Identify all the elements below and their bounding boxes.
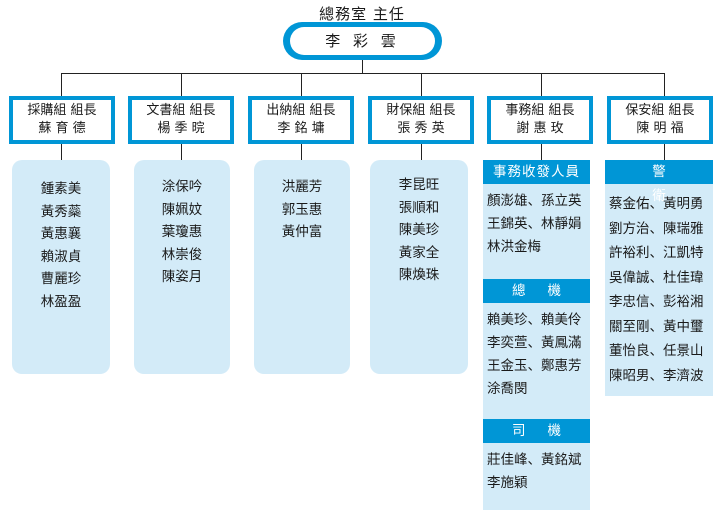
member-line: 董怡良、任景山 — [609, 343, 704, 359]
member-name: 陳煥珠 — [398, 267, 440, 283]
member-line: 吳偉誠、杜佳瑋 — [609, 269, 704, 286]
connector-drop-1 — [61, 73, 62, 96]
member-line: 王金玉、鄭惠芳 — [487, 358, 582, 374]
member-name: 林崇俊 — [161, 246, 203, 263]
members-property: 李昆旺 張順和 陳美珍 黃家全 陳煥珠 — [370, 160, 468, 374]
division-title: 出納組 組長 — [266, 103, 336, 118]
division-leader: 李 銘 墉 — [277, 121, 325, 136]
member-name: 林盈盈 — [40, 293, 82, 310]
section-header: 警衛 — [605, 160, 713, 204]
member-name: 陳姿月 — [161, 269, 203, 285]
member-line: 王錦英、林靜娟 — [487, 216, 582, 232]
member-name: 陳美珍 — [398, 222, 440, 238]
member-line: 李奕萱、黃鳳滿 — [487, 335, 582, 351]
division-leader: 陳 明 福 — [636, 121, 684, 136]
connector-member-4 — [421, 144, 422, 160]
division-title: 採購組 組長 — [27, 103, 97, 118]
member-name: 葉瓊惠 — [161, 224, 203, 240]
member-name: 黃秀蘂 — [40, 203, 82, 220]
members-purchasing: 鍾素美 黃秀蘂 黃惠襄 賴淑貞 曹麗珍 林盈盈 — [12, 160, 110, 374]
member-name: 涂保吟 — [161, 179, 203, 195]
member-line: 顏澎雄、孫立英 — [487, 193, 582, 209]
connector-member-3 — [301, 144, 302, 160]
connector-member-2 — [181, 144, 182, 160]
member-line: 莊佳峰、黃銘斌 — [487, 452, 582, 468]
member-name: 曹麗珍 — [40, 271, 82, 287]
member-name: 洪麗芳 — [281, 179, 323, 195]
connector-member-1 — [61, 144, 62, 160]
member-name: 李昆旺 — [398, 177, 440, 193]
member-name: 黃仲富 — [281, 224, 323, 240]
member-line: 蔡金佑、黃明勇 — [609, 196, 704, 212]
member-name: 黃惠襄 — [40, 226, 82, 242]
section-header: 事務收發人員 — [483, 160, 590, 184]
members-affairs: 事務收發人員 顏澎雄、孫立英 王錦英、林靜娟 林洪金梅 總機 賴美珍、賴美伶 李… — [483, 160, 590, 510]
connector-drop-2 — [181, 73, 182, 96]
member-name: 陳姵妏 — [161, 201, 203, 218]
member-line: 林洪金梅 — [487, 239, 541, 255]
member-line: 許裕利、江凱特 — [609, 245, 704, 261]
member-name: 鍾素美 — [40, 181, 82, 197]
connector-drop-4 — [421, 73, 422, 96]
division-head-affairs: 事務組 組長謝 惠 玫 — [487, 96, 593, 144]
members-documents: 涂保吟 陳姵妏 葉瓊惠 林崇俊 陳姿月 — [134, 160, 230, 374]
member-name: 張順和 — [398, 199, 440, 216]
connector-drop-3 — [301, 73, 302, 96]
division-title: 財保組 組長 — [386, 103, 456, 118]
connector-horizontal — [61, 73, 665, 74]
member-name: 郭玉惠 — [281, 201, 323, 218]
member-line: 關至剛、黃中璽 — [609, 318, 704, 335]
division-leader: 謝 惠 玫 — [516, 121, 564, 136]
connector-member-6 — [664, 144, 665, 160]
member-name: 黃家全 — [398, 244, 440, 261]
connector-trunk — [362, 60, 363, 73]
member-line: 劉方治、陳瑞雅 — [609, 220, 704, 237]
members-security: 警衛 蔡金佑、黃明勇 劉方治、陳瑞雅 許裕利、江凱特 吳偉誠、杜佳瑋 李忠信、彭… — [605, 160, 713, 396]
members-cashier: 洪麗芳 郭玉惠 黃仲富 — [254, 160, 350, 374]
division-head-security: 保安組 組長陳 明 福 — [607, 96, 713, 144]
division-leader: 蘇 育 德 — [38, 121, 86, 136]
division-title: 事務組 組長 — [505, 103, 575, 118]
section-header: 司機 — [483, 419, 590, 443]
connector-drop-5 — [541, 73, 542, 96]
connector-drop-6 — [664, 73, 665, 96]
member-line: 涂喬閔 — [487, 381, 528, 397]
division-head-property: 財保組 組長張 秀 英 — [368, 96, 474, 144]
division-title: 文書組 組長 — [146, 103, 216, 118]
division-head-cashier: 出納組 組長李 銘 墉 — [248, 96, 354, 144]
connector-member-5 — [541, 144, 542, 160]
division-title: 保安組 組長 — [625, 103, 695, 118]
member-name: 賴淑貞 — [40, 248, 82, 265]
division-leader: 張 秀 英 — [397, 121, 445, 136]
member-line: 李施穎 — [487, 475, 528, 491]
division-head-documents: 文書組 組長楊 季 晥 — [128, 96, 234, 144]
org-title: 總務室 主任 — [319, 5, 405, 23]
director-name: 李 彩 雲 — [290, 27, 435, 55]
member-line: 陳昭男、李濟波 — [609, 367, 704, 384]
division-head-purchasing: 採購組 組長蘇 育 德 — [9, 96, 115, 144]
section-header: 總機 — [483, 279, 590, 303]
member-line: 李忠信、彭裕湘 — [609, 294, 704, 310]
division-leader: 楊 季 晥 — [157, 121, 205, 136]
member-line: 賴美珍、賴美伶 — [487, 312, 582, 328]
